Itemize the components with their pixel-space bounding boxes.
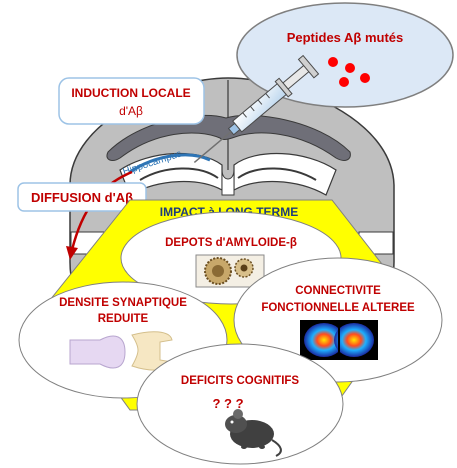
mouse-tail bbox=[271, 439, 282, 457]
hippocampus-curve-left bbox=[139, 167, 219, 181]
mouse-eye bbox=[230, 420, 234, 424]
syringe-icon bbox=[193, 54, 320, 164]
synapse-icon bbox=[69, 331, 173, 371]
diffusion-box-bg bbox=[17, 182, 147, 212]
fmri-hemisphere-right bbox=[334, 323, 374, 357]
diffusion-label: DIFFUSION d'Aβ bbox=[31, 190, 133, 205]
induction-box-bg bbox=[58, 77, 205, 125]
deficits-ellipse bbox=[136, 343, 344, 465]
induction-line1: INDUCTION LOCALE bbox=[71, 86, 190, 100]
deficits-bubble: DEFICITS COGNITIFS ? ? ? bbox=[136, 343, 344, 465]
ventricle bbox=[221, 169, 235, 196]
fmri-hemisphere-left bbox=[304, 323, 344, 357]
syringe-tick bbox=[265, 93, 270, 99]
hippocampus-highlight bbox=[129, 153, 211, 174]
syringe-tick bbox=[257, 99, 263, 105]
peptide-dot bbox=[345, 63, 355, 73]
cortex-band bbox=[106, 114, 351, 161]
connectivite-line1: CONNECTIVITE bbox=[295, 285, 381, 297]
mouse-foot bbox=[259, 445, 265, 449]
induction-box: INDUCTION LOCALE d'Aβ bbox=[58, 77, 205, 125]
densite-line1: DENSITE SYNAPTIQUE bbox=[59, 297, 187, 309]
hippocampus-curve-right bbox=[237, 167, 317, 181]
peptide-dot bbox=[360, 73, 370, 83]
peptide-dot bbox=[328, 57, 338, 67]
mouse-foot bbox=[241, 445, 247, 449]
induction-line2: d'Aβ bbox=[119, 104, 143, 118]
syringe-thumb bbox=[297, 54, 320, 79]
diffusion-box: DIFFUSION d'Aβ bbox=[17, 182, 147, 212]
brain-connectivity-map bbox=[300, 320, 378, 360]
peptide-dot bbox=[339, 77, 349, 87]
syringe-tick bbox=[242, 112, 247, 118]
plaque bbox=[240, 264, 248, 272]
syringe-needle bbox=[193, 131, 232, 164]
mouse-icon bbox=[225, 409, 282, 457]
depots-label: DEPOTS d'AMYLOIDE-β bbox=[165, 237, 297, 249]
syringe-tick bbox=[250, 105, 255, 112]
connectivite-line2: FONCTIONNELLE ALTEREE bbox=[261, 302, 415, 314]
diffusion-arrow-head bbox=[66, 246, 78, 260]
mouse-head bbox=[225, 415, 247, 433]
amyloid-plaques-image bbox=[195, 254, 265, 288]
peptides-label: Peptides Aβ mutés bbox=[287, 30, 404, 45]
plaque bbox=[212, 265, 224, 277]
densite-line2: REDUITE bbox=[98, 313, 149, 325]
presynaptic-terminal bbox=[69, 335, 126, 369]
deficits-label: DEFICITS COGNITIFS bbox=[181, 375, 300, 387]
question-marks: ? ? ? bbox=[212, 396, 243, 411]
mouse-ear bbox=[233, 409, 243, 419]
